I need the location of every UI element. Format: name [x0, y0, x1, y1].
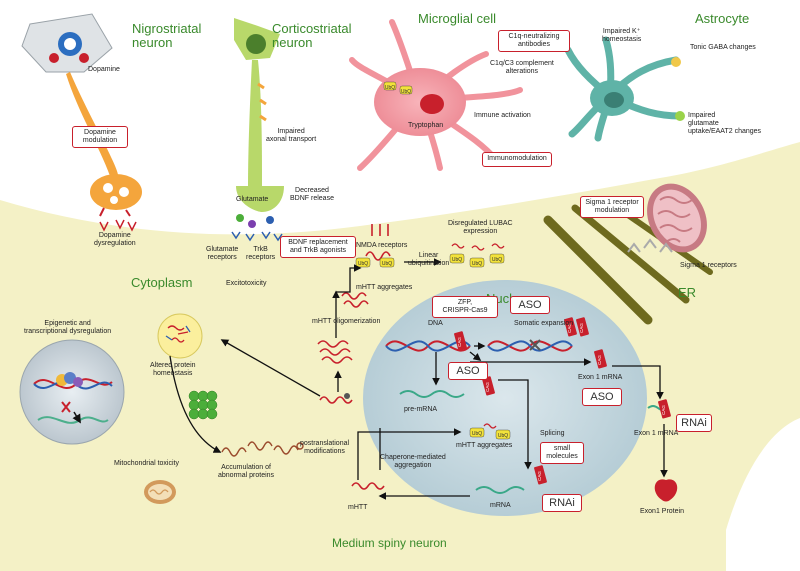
label-splicing: Splicing: [540, 430, 565, 437]
box-immunomodulation: Immunomodulation: [482, 152, 552, 167]
label-exon1-mrna-er: Exon 1 mRNA: [634, 430, 679, 437]
label-mhtt: mHTT: [348, 504, 368, 511]
label-dopamine: Dopamine: [88, 66, 120, 73]
ubq-tag-label: UbQ: [452, 257, 462, 263]
label-altered-protein: Altered protein homeostasis: [150, 362, 196, 378]
label-somatic-expansion: Somatic expansion: [514, 320, 574, 327]
cag-tag-label: CAG: [485, 382, 490, 392]
epigenetic-nucleus: [19, 339, 125, 445]
corticostriatal-neuron: [231, 18, 284, 242]
box-c1q-antibodies: C1q-neutralizing antibodies: [498, 30, 570, 52]
ubq-tag-label: UbQ: [472, 431, 482, 437]
cag-tag-label: CAG: [597, 355, 602, 365]
mitochondrion-small: [144, 480, 176, 504]
cag-tag-label: CAG: [567, 323, 572, 333]
box-rnai-er: RNAi: [676, 414, 712, 432]
cag-tags: [454, 317, 671, 485]
mhtt-oligomer-glyphs: [317, 292, 385, 490]
ubq-tag-label: UbQ: [401, 89, 411, 95]
title-astrocyte: Astrocyte: [695, 11, 750, 26]
label-mhtt-aggregates-nucleus: mHTT aggregates: [456, 442, 513, 449]
mitochondrion-large: [647, 183, 707, 253]
proteasome-icon: [188, 390, 218, 420]
cag-tag-label: CAG: [661, 405, 666, 415]
box-small-molecules: small molecules: [540, 442, 584, 464]
label-pre-mrna: pre-mRNA: [404, 406, 438, 413]
label-impaired-glutamate-uptake: Impaired glutamate uptake/EAAT2 changes: [688, 112, 762, 136]
label-nmda-receptors: NMDA receptors: [356, 242, 408, 249]
pathway-arrows: [169, 258, 668, 500]
label-trkb-receptors: TrkB receptors: [246, 246, 276, 262]
label-tryptophan: Tryptophan: [408, 122, 444, 129]
box-aso-mid: ASO: [448, 362, 488, 380]
label-dna: DNA: [428, 320, 443, 327]
ubq-tag-label: UbQ: [492, 257, 502, 263]
label-sigma1-receptors: Sigma 1 receptors: [680, 262, 737, 269]
box-aso-top: ASO: [510, 296, 550, 314]
label-mhtt-aggregates-top: mHTT aggregates: [356, 284, 413, 291]
microglial-cell: [349, 19, 523, 171]
label-mrna: mRNA: [490, 502, 511, 509]
ubq-tag-label: UbQ: [358, 261, 368, 267]
title-corticostriatal: Corticostriatal neuron: [272, 21, 352, 51]
label-postranslational: postranslational modifications: [300, 440, 350, 456]
ubq-tag-label: UbQ: [472, 261, 482, 267]
label-glutamate: Glutamate: [236, 196, 269, 203]
exon1-protein-glyph: [654, 479, 678, 502]
sigma1-receptor-glyphs: [627, 238, 673, 253]
label-c1q-c3: C1q/C3 complement alterations: [490, 60, 554, 76]
box-bdnf-replacement: BDNF replacement and TrkB agonists: [280, 236, 356, 258]
ubq-tag-label: UbQ: [382, 261, 392, 267]
label-tonic-gaba: Tonic GABA changes: [690, 44, 756, 51]
label-epigenetic: Epigenetic and transcriptional dysregula…: [24, 320, 112, 336]
cas9-glyph: [529, 339, 541, 351]
box-rnai-mrna: RNAi: [542, 494, 582, 512]
label-impaired-k: Impaired K⁺ homeostasis: [602, 28, 642, 44]
dna-helix: [385, 340, 573, 352]
cag-tag-label: CAG: [579, 323, 584, 333]
box-dopamine-modulation: Dopamine modulation: [72, 126, 128, 148]
title-cytoplasm: Cytoplasm: [131, 275, 193, 290]
label-chaperone: Chaperone-mediated aggregation: [380, 454, 446, 470]
label-exon1-mrna-nucleus: Exon 1 mRNA: [578, 374, 623, 381]
protein-homeostasis-icon: [157, 313, 203, 359]
ubq-tag-label: UbQ: [385, 85, 395, 91]
title-er: ER: [678, 285, 697, 300]
abnormal-protein-glyphs: [221, 441, 304, 457]
title-microglial: Microglial cell: [418, 11, 497, 26]
label-dopamine-dysregulation: Dopamine dysregulation: [94, 232, 136, 248]
box-zfp-crispr: ZFP, CRISPR-Cas9: [432, 296, 498, 318]
label-mhtt-oligomerization: mHTT oligomerization: [312, 318, 381, 325]
box-aso-right: ASO: [582, 388, 622, 406]
label-mito-toxicity: Mitochondrial toxicity: [114, 460, 179, 467]
label-impaired-axonal-transport: Impaired axonal transport: [266, 128, 317, 144]
ubq-tag-label: UbQ: [498, 433, 508, 439]
label-immune-activation: Immune activation: [474, 112, 531, 119]
label-excitotoxicity: Excitotoxicity: [226, 280, 267, 287]
label-glutamate-receptors: Glutamate receptors: [206, 246, 239, 262]
label-decreased-bdnf: Decreased BDNF release: [290, 187, 334, 203]
title-nigrostriatal: Nigrostriatal neuron: [132, 21, 202, 51]
nmda-receptor-glyphs: [371, 224, 389, 236]
nigrostriatal-neuron: [21, 13, 142, 232]
cag-tag-label: CAG: [457, 337, 462, 347]
label-linear-ubiquitination: Linear ubiquitination: [408, 252, 450, 268]
cag-tag-label: CAG: [537, 471, 542, 481]
box-sigma1-modulation: Sigma 1 receptor modulation: [580, 196, 644, 218]
ubq-aggregate-nucleus: [469, 423, 511, 440]
label-disregulated-lubac: Disregulated LUBAC expression: [448, 220, 513, 236]
label-accumulation: Accumulation of abnormal proteins: [218, 464, 275, 480]
label-exon1-protein: Exon1 Protein: [640, 508, 684, 515]
lubac-ubq-glyphs: [449, 243, 505, 268]
title-medium-spiny: Medium spiny neuron: [332, 536, 447, 550]
astrocyte: [564, 36, 685, 142]
